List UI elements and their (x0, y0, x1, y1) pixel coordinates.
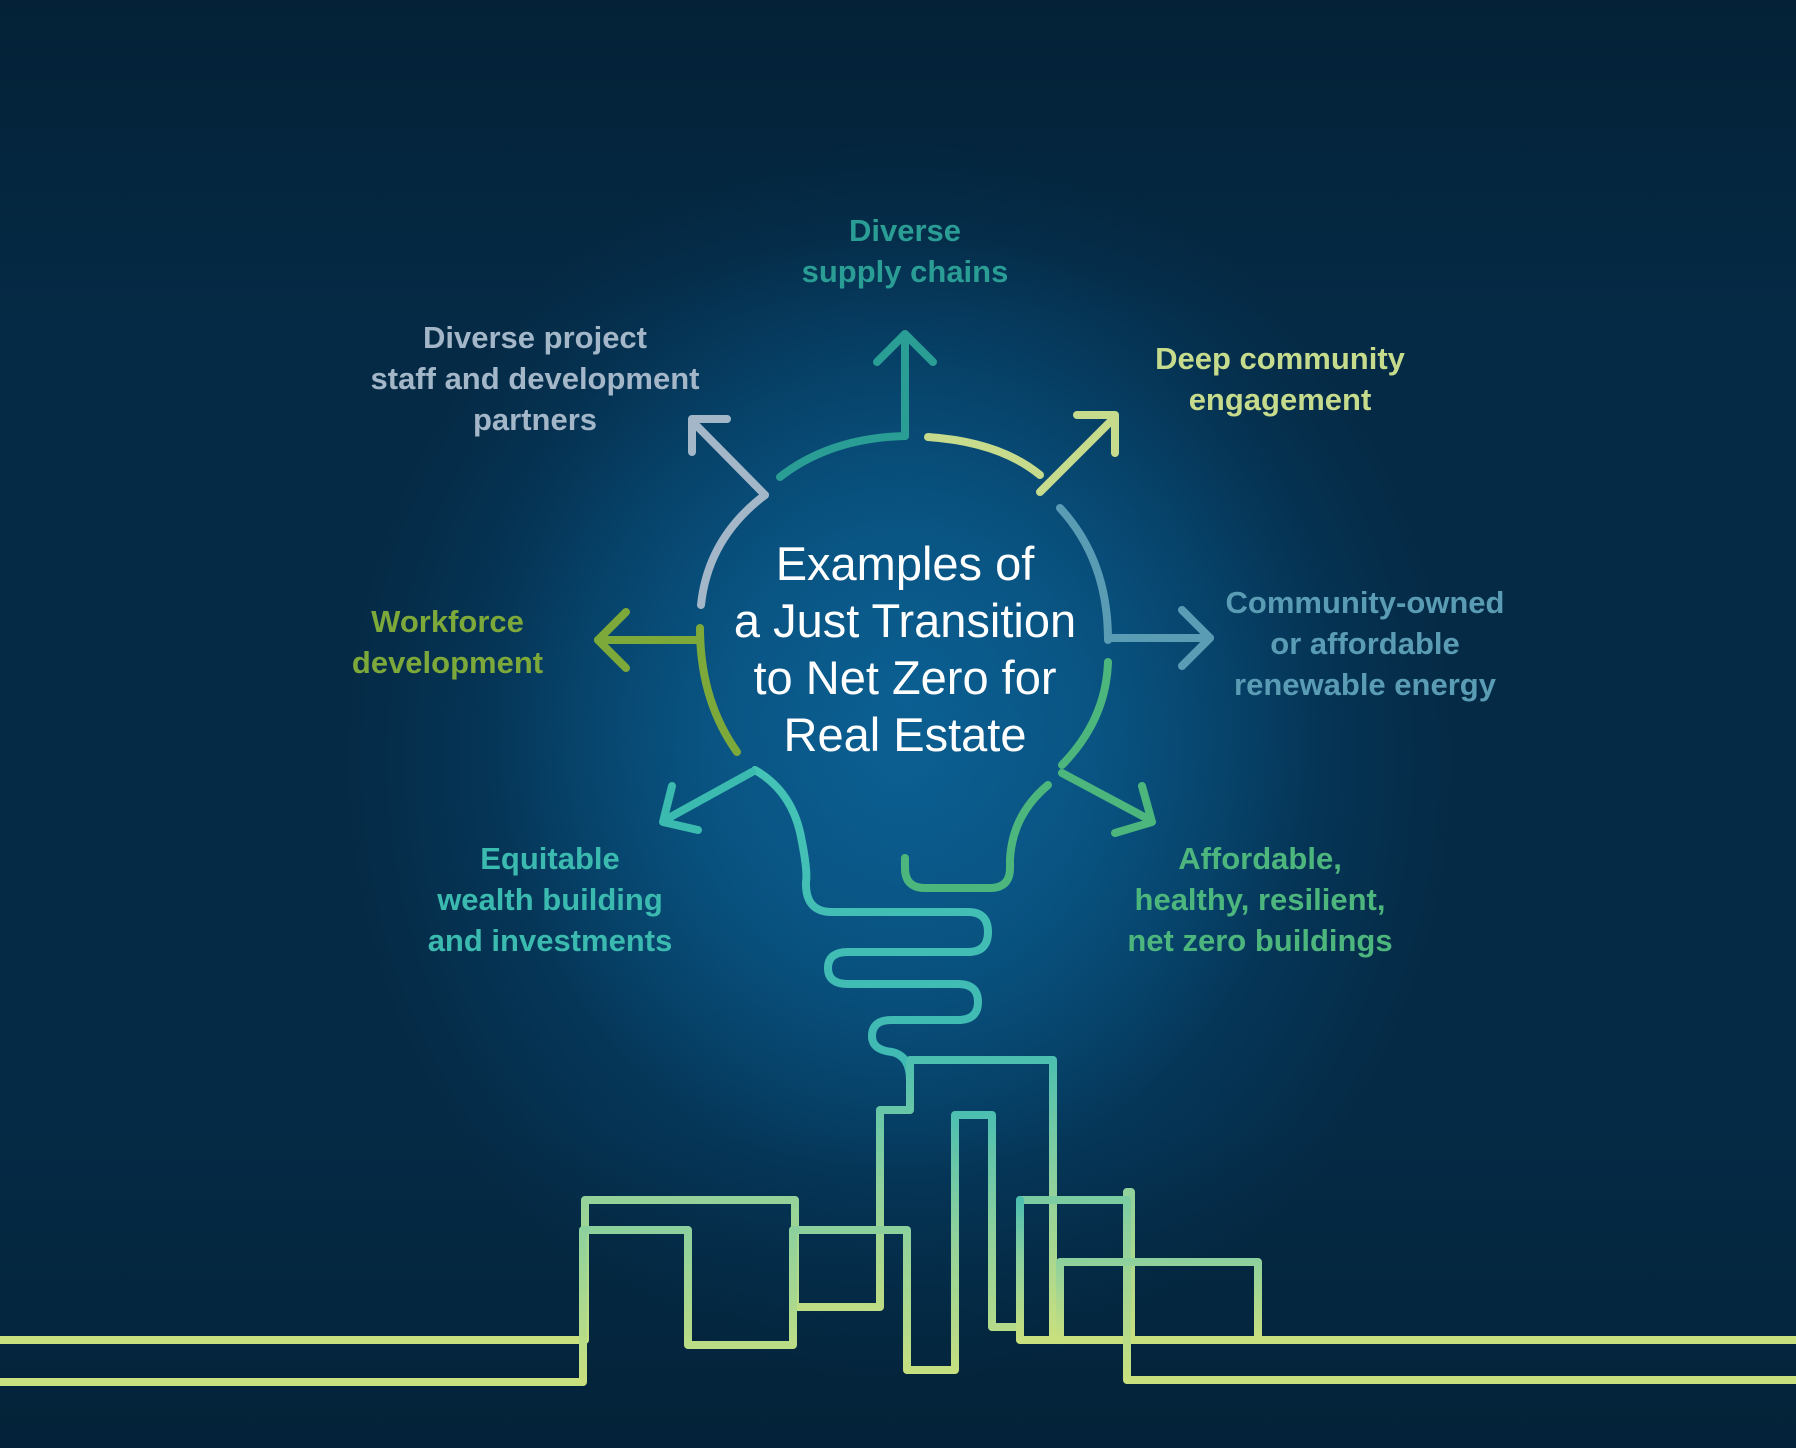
arrow-down-left (659, 768, 756, 834)
center-title-line: Real Estate (783, 708, 1027, 761)
label-deep-community-engagement: Deep community engagement (1130, 338, 1430, 420)
label-affordable-net-zero-buildings: Affordable, healthy, resilient, net zero… (1115, 838, 1405, 961)
center-title-line: Examples of (775, 537, 1035, 590)
label-line: renewable energy (1234, 667, 1496, 702)
label-line: supply chains (801, 254, 1009, 289)
label-line: healthy, resilient, (1134, 882, 1386, 917)
label-line: net zero buildings (1127, 923, 1393, 958)
bulb-arc-top-right (924, 433, 1044, 479)
center-title-line: a Just Transition (733, 594, 1077, 647)
arrow-up-left (688, 415, 769, 499)
bulb-arc-right (1056, 504, 1112, 644)
center-title-line: to Net Zero for (753, 651, 1057, 704)
label-line: development (351, 645, 544, 680)
label-line: or affordable (1270, 626, 1460, 661)
label-line: Workforce (371, 604, 524, 639)
arrow-right (1104, 606, 1214, 670)
skyline-building-right (1016, 1196, 1262, 1344)
label-line: staff and development (370, 361, 700, 396)
label-line: Deep community (1155, 341, 1405, 376)
label-line: Community-owned (1225, 585, 1505, 620)
bulb-arc-upper-left (697, 491, 769, 609)
arrow-up (873, 330, 937, 440)
bulb-glow (475, 230, 1335, 1170)
label-line: Diverse (848, 213, 962, 248)
label-line: wealth building (437, 882, 663, 917)
bulb-arc-top-left (776, 432, 909, 481)
bulb-neck-right (901, 781, 1052, 892)
label-line: Diverse project (423, 320, 647, 355)
label-diverse-supply-chains: Diverse supply chains (760, 210, 1050, 292)
label-line: partners (472, 402, 598, 437)
label-line: engagement (1188, 382, 1372, 417)
label-line: Affordable, (1178, 841, 1342, 876)
skyline-line-upper (0, 1056, 1796, 1344)
label-diverse-project-staff: Diverse project staff and development pa… (355, 317, 715, 440)
label-line: and investments (427, 923, 673, 958)
arrow-left (594, 608, 704, 672)
arrow-up-right (1036, 411, 1119, 496)
label-equitable-wealth-building: Equitable wealth building and investment… (410, 838, 690, 961)
label-community-owned-renewable-energy: Community-owned or affordable renewable … (1210, 582, 1520, 705)
bulb-arc-lower-right (1058, 658, 1112, 769)
arrow-down-right (1058, 769, 1156, 837)
center-title: Examples of a Just Transition to Net Zer… (640, 535, 1170, 763)
label-line: Equitable (480, 841, 620, 876)
bulb-filament-coil (751, 766, 992, 1104)
label-workforce-development: Workforce development (330, 601, 565, 683)
